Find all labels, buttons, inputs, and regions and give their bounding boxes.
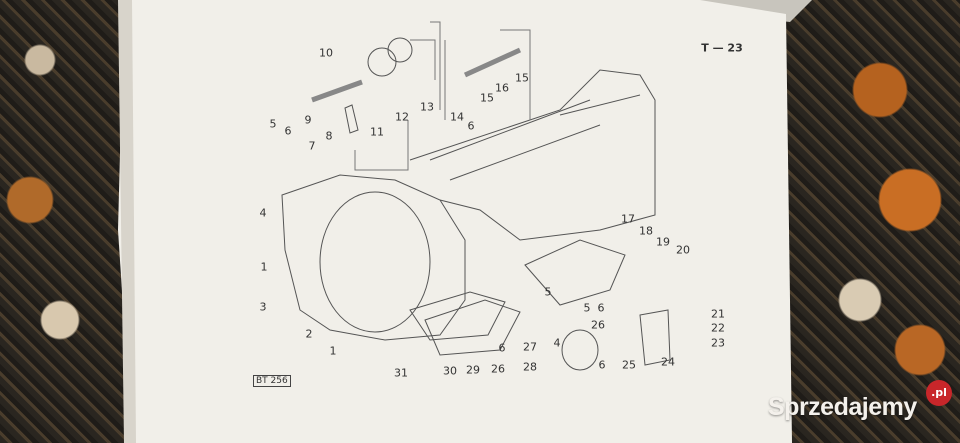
callout-20: 20 bbox=[676, 243, 690, 257]
case-top-detail bbox=[429, 94, 641, 181]
callout-22: 22 bbox=[711, 321, 725, 335]
callout-28: 28 bbox=[523, 360, 537, 374]
callout-18: 18 bbox=[639, 224, 653, 238]
callout-14: 14 bbox=[450, 110, 464, 124]
callout-1: 1 bbox=[260, 260, 268, 274]
callout-23: 23 bbox=[711, 336, 725, 350]
callout-3: 3 bbox=[259, 300, 267, 314]
page-gutter-shadow bbox=[118, 0, 136, 443]
callout-4: 4 bbox=[553, 336, 561, 350]
callout-19: 19 bbox=[656, 235, 670, 249]
callout-11: 11 bbox=[370, 125, 384, 139]
callout-2: 2 bbox=[305, 327, 313, 341]
cover-plate-17 bbox=[524, 239, 626, 306]
shaft-16 bbox=[463, 47, 522, 78]
callout-6: 6 bbox=[284, 124, 292, 138]
callout-31: 31 bbox=[394, 366, 408, 380]
figure-ref-box: BT 256 bbox=[253, 375, 291, 387]
callout-12: 12 bbox=[395, 110, 409, 124]
callout-21: 21 bbox=[711, 307, 725, 321]
callout-27: 27 bbox=[523, 340, 537, 354]
callout-29: 29 bbox=[466, 363, 480, 377]
paper-sheet bbox=[118, 0, 792, 443]
leader-lines bbox=[354, 21, 531, 171]
watermark-badge: .pl bbox=[926, 380, 952, 406]
callout-13: 13 bbox=[420, 100, 434, 114]
callout-5: 5 bbox=[544, 285, 552, 299]
gear-10 bbox=[367, 47, 397, 77]
callout-5: 5 bbox=[583, 301, 591, 315]
callout-6: 6 bbox=[598, 358, 606, 372]
callout-9: 9 bbox=[304, 113, 312, 127]
clutch-housing bbox=[281, 174, 466, 341]
exploded-diagram bbox=[281, 21, 671, 371]
gasket-29 bbox=[424, 299, 521, 356]
pin-9 bbox=[311, 79, 363, 103]
callout-30: 30 bbox=[443, 364, 457, 378]
callout-25: 25 bbox=[622, 358, 636, 372]
callout-10: 10 bbox=[319, 46, 333, 60]
callout-15: 15 bbox=[480, 91, 494, 105]
callout-24: 24 bbox=[661, 355, 675, 369]
bracket-8 bbox=[344, 104, 359, 134]
callout-15: 15 bbox=[515, 71, 529, 85]
gear-10b bbox=[387, 37, 413, 63]
callout-17: 17 bbox=[621, 212, 635, 226]
callout-4: 4 bbox=[259, 206, 267, 220]
gasket-30 bbox=[409, 291, 506, 341]
callout-1: 1 bbox=[329, 344, 337, 358]
callout-6: 6 bbox=[498, 341, 506, 355]
cover-4 bbox=[561, 329, 599, 371]
callout-26: 26 bbox=[591, 318, 605, 332]
callout-5: 5 bbox=[269, 117, 277, 131]
callout-8: 8 bbox=[325, 129, 333, 143]
page-code: T — 23 bbox=[701, 41, 743, 55]
housing-bore bbox=[319, 191, 431, 333]
callout-26: 26 bbox=[491, 362, 505, 376]
callout-7: 7 bbox=[308, 139, 316, 153]
callout-16: 16 bbox=[495, 81, 509, 95]
watermark-logo: Sprzedajemy bbox=[768, 393, 917, 421]
cover-24 bbox=[639, 309, 671, 366]
gearbox-case bbox=[409, 69, 656, 241]
callout-6: 6 bbox=[467, 119, 475, 133]
callout-6: 6 bbox=[597, 301, 605, 315]
